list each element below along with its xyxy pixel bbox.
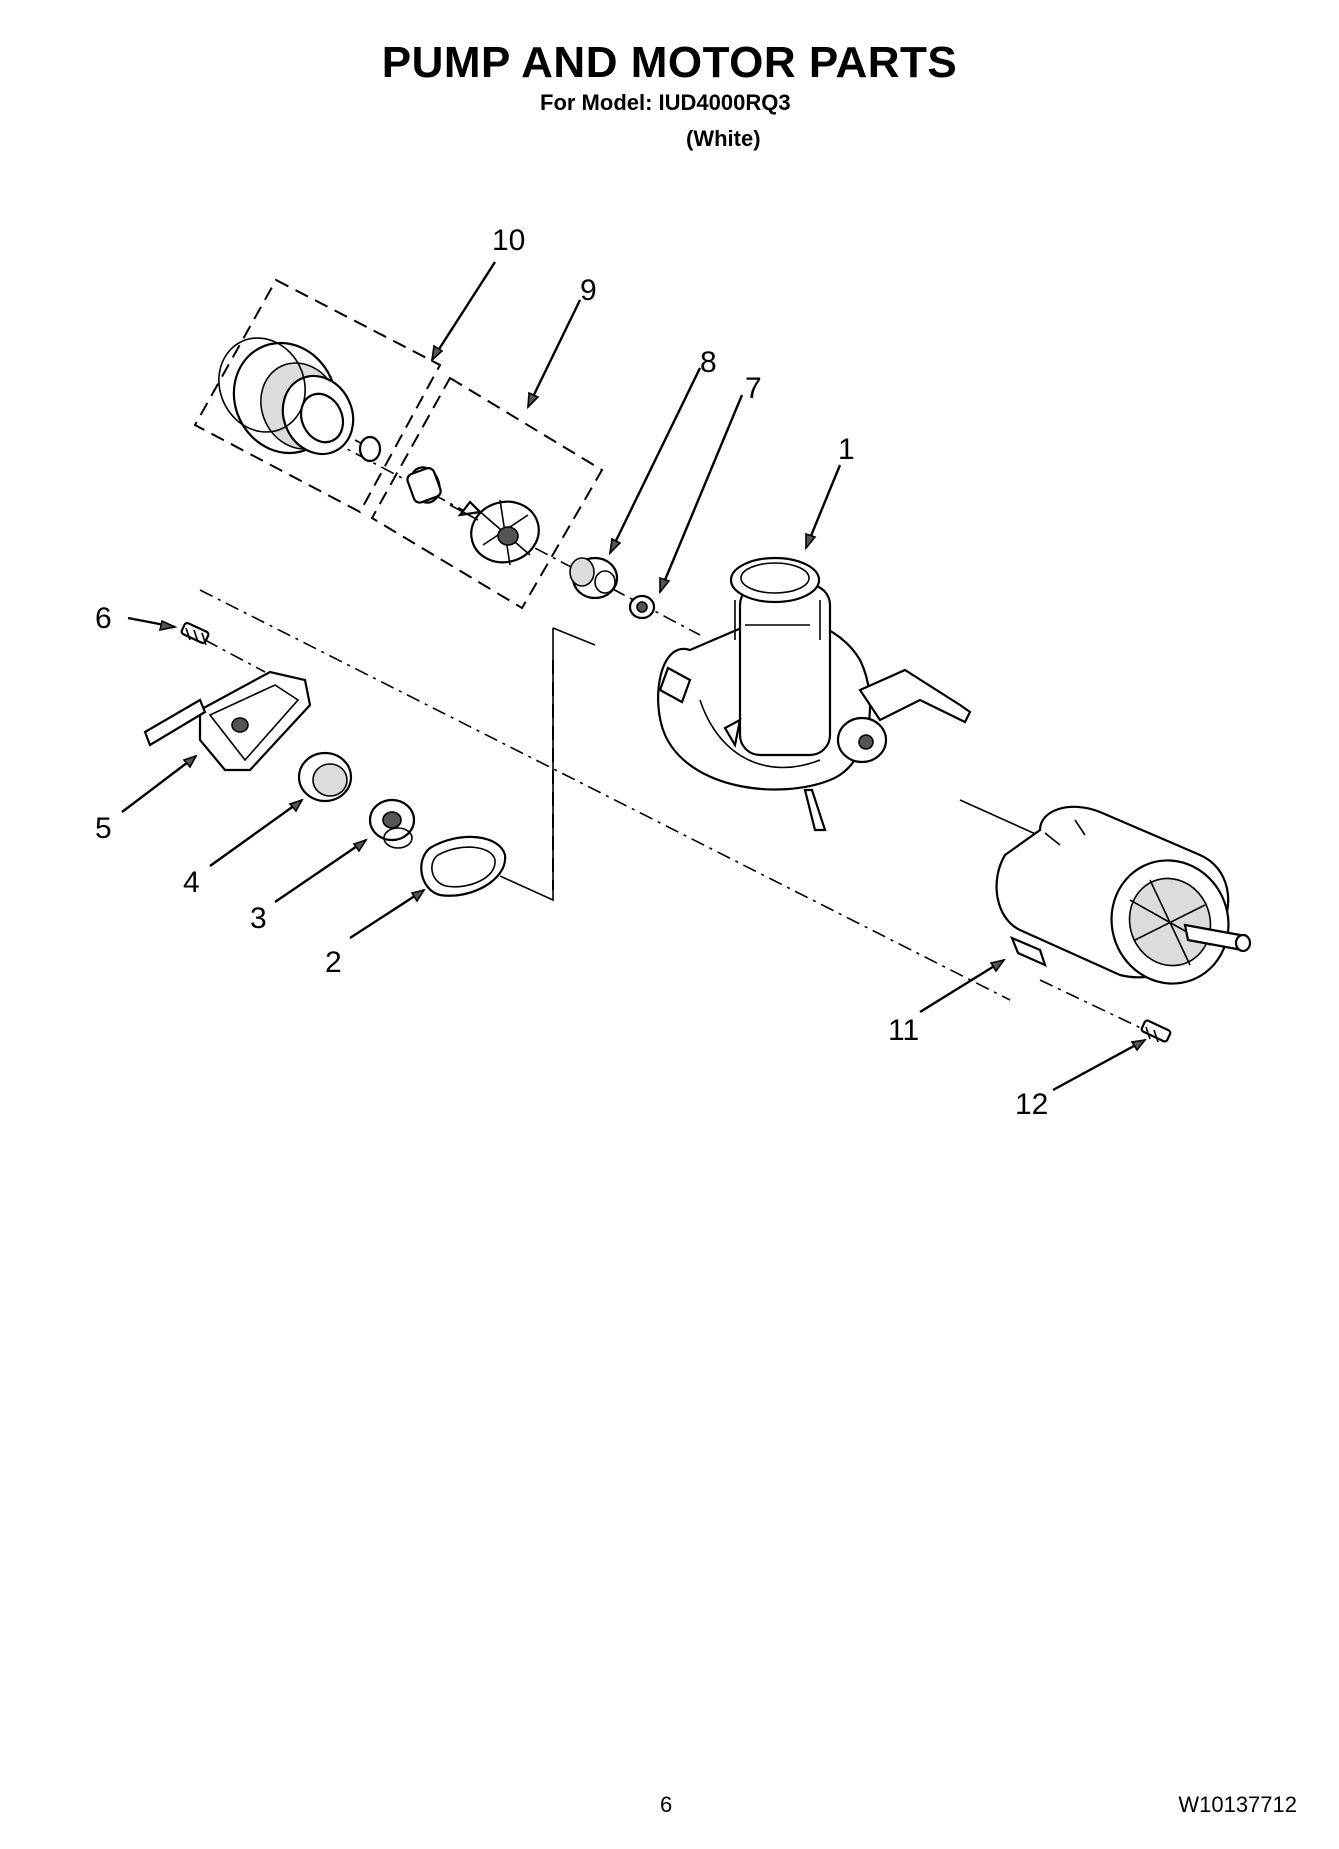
callout-3: 3: [250, 902, 267, 935]
callout-4: 4: [183, 866, 200, 899]
part-8-hub: [569, 556, 619, 600]
color-variant: (White): [686, 126, 761, 151]
part-9-impeller: [406, 466, 540, 566]
part-5-cover: [143, 670, 312, 772]
group-box-10: [193, 278, 442, 514]
page-number: 6: [660, 1792, 673, 1817]
axis-pump-lower: [199, 589, 1011, 1001]
part-11-motor: [959, 799, 1252, 985]
callout-1: 1: [838, 433, 855, 466]
callout-5: 5: [95, 812, 112, 845]
document-number: W10137712: [1178, 1792, 1297, 1817]
axis-screw-12: [1039, 979, 1146, 1031]
group-box-9: [370, 376, 604, 610]
part-3-hub: [368, 798, 416, 849]
callout-12: 12: [1015, 1088, 1048, 1121]
part-4-seal: [297, 751, 353, 803]
page-title: PUMP AND MOTOR PARTS: [381, 38, 958, 87]
callout-7: 7: [745, 372, 762, 405]
part-10-cartridge: [218, 337, 382, 463]
callout-8: 8: [700, 346, 717, 379]
part-12-screw: [1140, 1019, 1172, 1043]
callout-6: 6: [95, 602, 112, 635]
bracket-line: [499, 627, 596, 902]
axis-screw-6: [204, 639, 266, 673]
callout-9: 9: [580, 274, 597, 307]
callout-11: 11: [888, 1014, 919, 1047]
part-6-screw: [180, 621, 210, 646]
part-1-pump-housing: [657, 556, 972, 832]
callout-10: 10: [492, 224, 525, 257]
part-2-gasket: [420, 835, 507, 897]
leader-arrows: [121, 261, 1147, 1092]
callout-2: 2: [325, 946, 342, 979]
model-line: For Model: IUD4000RQ3: [540, 90, 791, 115]
part-7-washer: [628, 594, 656, 620]
